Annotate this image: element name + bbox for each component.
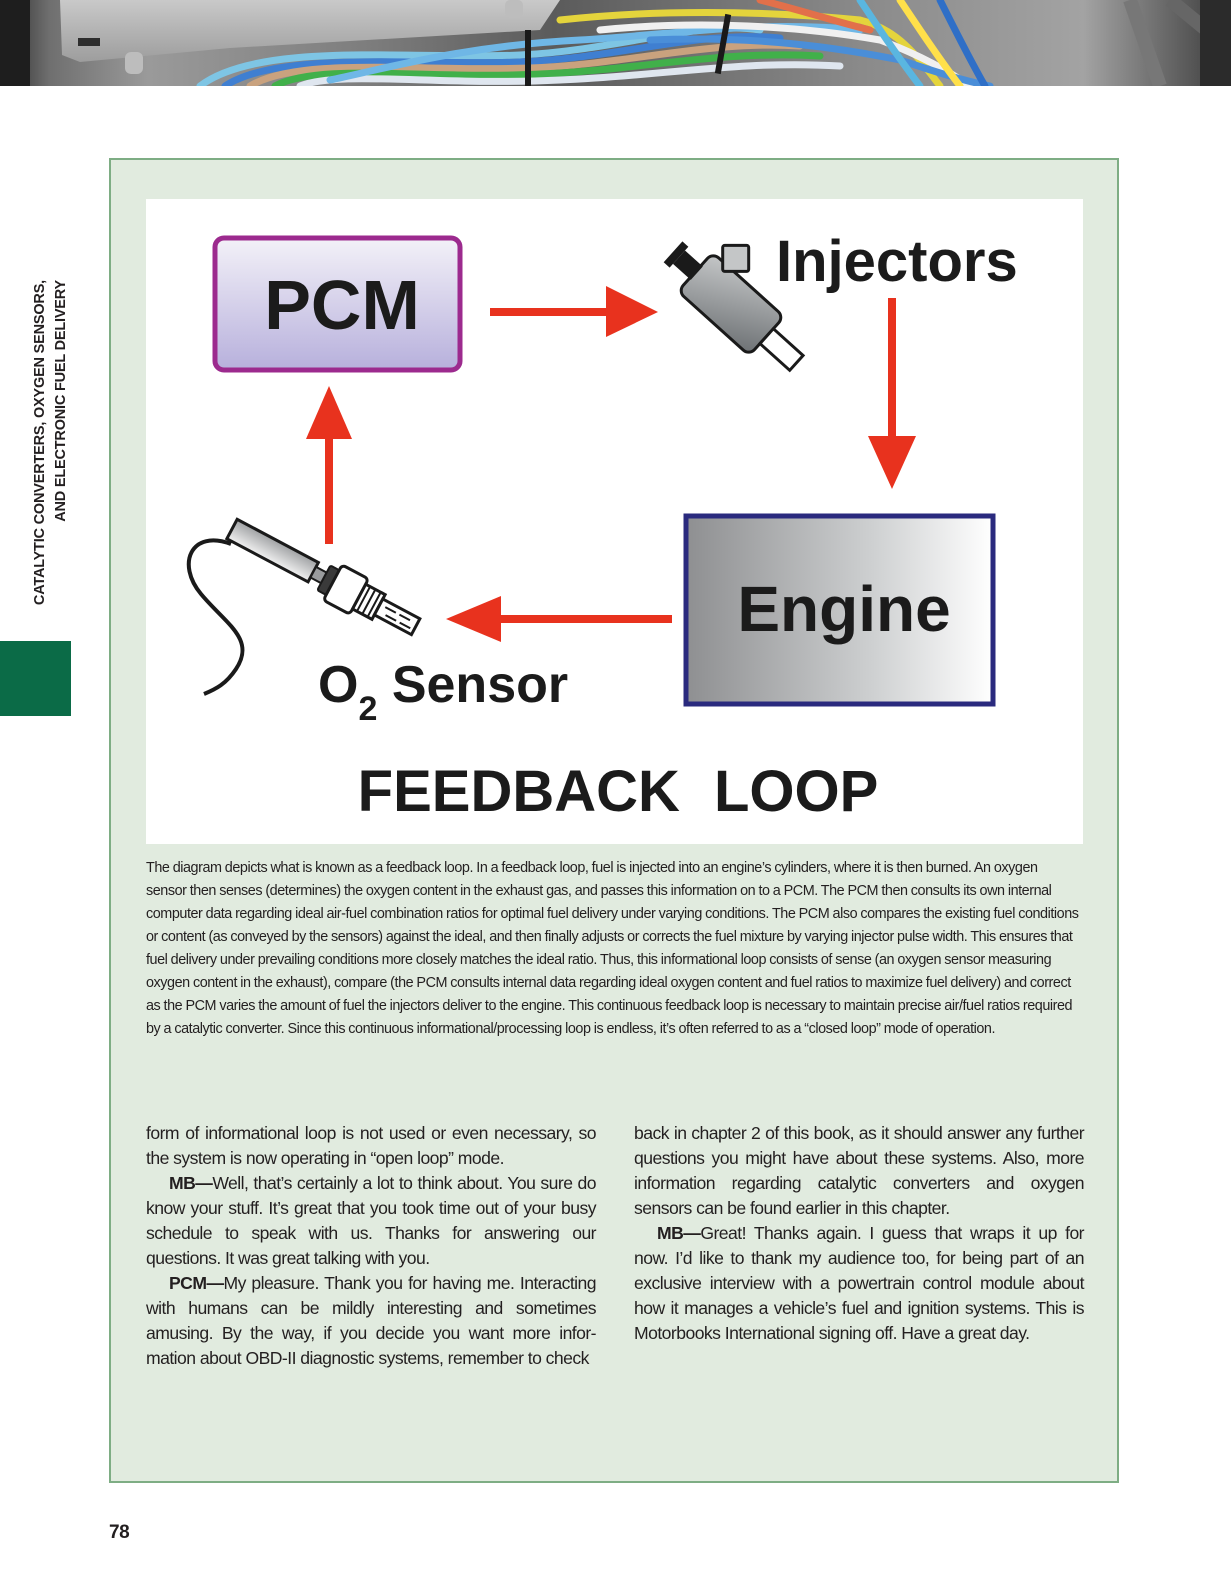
running-head-line-1: CATALYTIC CONVERTERS, OXYGEN SENSORS, — [32, 280, 48, 606]
engine-label: Engine — [737, 573, 950, 645]
body-column-right: back in chapter 2 of this book, as it sh… — [634, 1121, 1085, 1346]
paragraph-text: Well, that’s certainly a lot to think ab… — [146, 1173, 597, 1268]
paragraph: back in chapter 2 of this book, as it sh… — [634, 1121, 1085, 1221]
arrow-injectors-to-engine — [868, 298, 916, 489]
running-head: CATALYTIC CONVERTERS, OXYGEN SENSORS, AN… — [30, 280, 72, 620]
paragraph: PCM—My pleasure. Thank you for having me… — [146, 1271, 597, 1371]
arrow-pcm-to-injectors — [490, 286, 658, 337]
paragraph-text: back in chapter 2 of this book, as it sh… — [634, 1123, 1085, 1218]
paragraph-text: form of informational loop is not used o… — [146, 1123, 597, 1168]
o2-sensor-icon — [186, 517, 422, 696]
running-head-line-2: AND ELECTRONIC FUEL DELIVERY — [53, 280, 69, 522]
o2-sensor-label-o: O — [318, 656, 358, 714]
paragraph: form of informational loop is not used o… — [146, 1121, 597, 1171]
injectors-label: Injectors — [776, 229, 1018, 294]
diagram-title: FEEDBACK LOOP — [358, 759, 879, 824]
speaker-label: MB— — [169, 1173, 213, 1193]
pcm-node: PCM — [212, 235, 463, 373]
paragraph-text: Great! Thanks again. I guess that wraps … — [634, 1223, 1085, 1343]
engine-node: Engine — [683, 513, 996, 707]
figure-caption: The diagram depicts what is known as a f… — [146, 860, 1079, 1037]
feedback-loop-diagram: PCM Injectors Engine — [186, 229, 1018, 824]
pcm-label: PCM — [264, 266, 420, 344]
wiring-harness-illustration — [0, 0, 1231, 86]
speaker-label: PCM— — [169, 1273, 224, 1293]
injector-icon — [663, 241, 806, 373]
paragraph: MB—Great! Thanks again. I guess that wra… — [634, 1221, 1085, 1346]
speaker-label: MB— — [657, 1223, 701, 1243]
body-column-left: form of informational loop is not used o… — [146, 1121, 597, 1371]
o2-sensor-label-subscript: 2 — [358, 690, 377, 728]
chapter-tab-marker — [0, 641, 71, 716]
arrow-engine-to-o2-sensor — [446, 596, 672, 642]
page-number: 78 — [109, 1522, 130, 1543]
header-photo-banner — [0, 0, 1231, 86]
paragraph-text: My pleasure. Thank you for having me. In… — [146, 1273, 597, 1368]
feedback-loop-figure: PCM Injectors Engine — [146, 199, 1083, 844]
paragraph: MB—Well, that’s certainly a lot to think… — [146, 1171, 597, 1271]
arrow-o2-sensor-to-pcm — [306, 386, 352, 544]
o2-sensor-label: O2 Sensor — [318, 656, 568, 728]
o2-sensor-label-rest: Sensor — [377, 656, 568, 714]
